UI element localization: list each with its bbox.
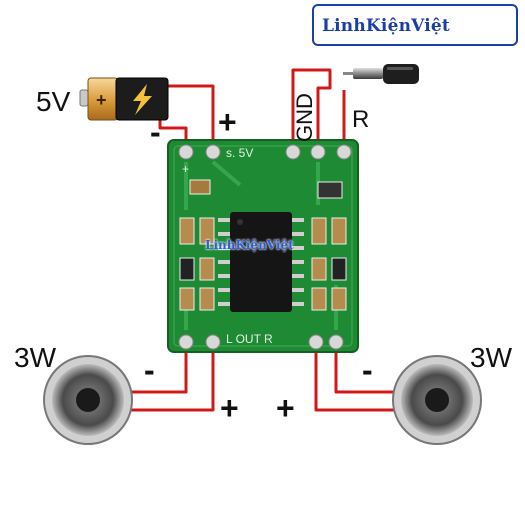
right-speaker-icon [392, 355, 482, 445]
board-brand-logo: LinhKiệnViệt [205, 238, 294, 252]
brand-logo: LinhKiệnViệt [312, 4, 518, 46]
wire-gnd [291, 68, 332, 150]
top-pads [178, 144, 352, 160]
left-speaker-icon [43, 355, 133, 445]
battery-voltage-label: 5V [36, 86, 71, 117]
brand-logo-text: LinhKiệnViệt [322, 16, 450, 36]
left-speaker-power-label: 3W [14, 342, 56, 373]
wire-battery-plus [165, 84, 215, 150]
battery-icon: + [79, 77, 169, 121]
amplifier-ic [218, 212, 304, 312]
wire-left-speaker-plus [130, 342, 215, 412]
smd-components [179, 179, 347, 311]
board-top-silk: s. 5V [226, 146, 254, 160]
wire-right-speaker-minus [334, 342, 398, 394]
audio-jack-icon [343, 64, 419, 84]
right-speaker-minus-label: - [362, 352, 373, 388]
right-speaker-plus-label: + [276, 390, 295, 426]
svg-text:+: + [96, 90, 107, 110]
right-channel-label: R [352, 106, 370, 133]
wire-left-speaker-minus [130, 342, 188, 394]
wires [130, 68, 398, 412]
board-bottom-silk: L OUT R [226, 332, 273, 346]
battery-plus-label: + [218, 104, 237, 140]
battery-minus-label: - [150, 114, 161, 150]
left-speaker-minus-label: - [144, 352, 155, 388]
right-speaker-power-label: 3W [470, 342, 512, 373]
gnd-label: GND [292, 93, 317, 142]
amplifier-board [167, 139, 359, 353]
left-speaker-plus-label: + [220, 390, 239, 426]
board-side-silk: + [182, 162, 190, 176]
wire-right-speaker-plus [314, 342, 398, 412]
bottom-pads [178, 334, 344, 350]
